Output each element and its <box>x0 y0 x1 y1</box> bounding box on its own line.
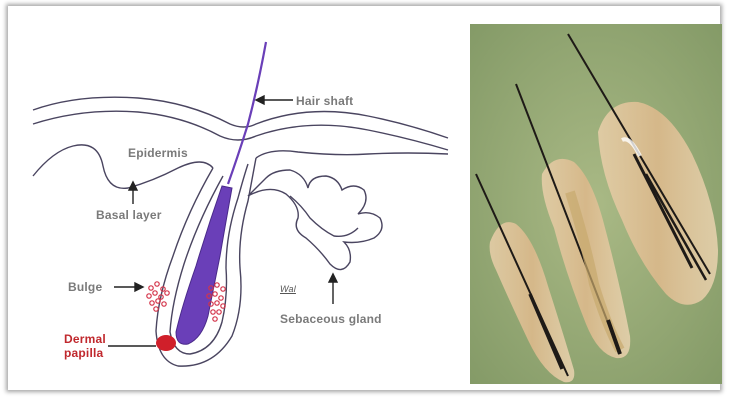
follicle-photo-drawing <box>470 24 722 384</box>
sebaceous-gland-outline <box>248 170 382 270</box>
follicle-photo <box>470 24 722 384</box>
hair-shaft-line <box>228 42 266 184</box>
hair-shaft-arrow <box>256 96 293 104</box>
sebaceous-gland-inner <box>290 196 358 236</box>
label-hair-shaft: Hair shaft <box>296 94 353 108</box>
bulge-cells-left <box>147 282 169 311</box>
skin-surface-outer <box>33 97 448 138</box>
label-epidermis: Epidermis <box>128 146 188 160</box>
label-basal-layer: Basal layer <box>96 208 162 222</box>
label-bulge: Bulge <box>68 280 102 294</box>
label-dermal-papilla-line1: Dermal <box>64 332 106 346</box>
artist-signature: Wal <box>280 284 296 294</box>
label-dermal-papilla-line2: papilla <box>64 346 103 360</box>
label-sebaceous-gland: Sebaceous gland <box>280 312 382 326</box>
sebaceous-gland-arrow <box>329 274 337 304</box>
bulge-arrow <box>114 283 143 291</box>
figure-frame: Hair shaft Epidermis Basal layer Bulge D… <box>8 6 720 390</box>
epidermis-layer-right <box>256 151 448 158</box>
hair-follicle-diagram: Hair shaft Epidermis Basal layer Bulge D… <box>8 6 468 390</box>
dermal-papilla-shape <box>156 335 176 351</box>
hair-root <box>176 186 232 344</box>
